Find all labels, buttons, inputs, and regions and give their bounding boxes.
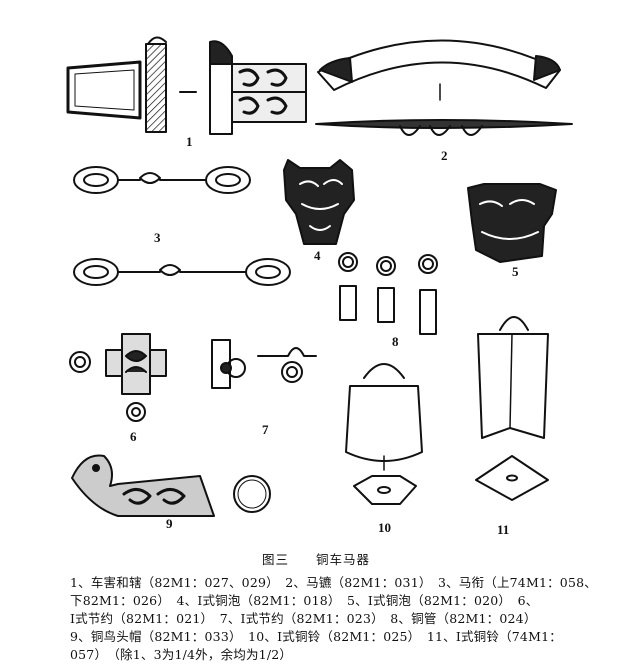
figure-number-10: 10 — [378, 520, 391, 535]
item-6-strap-junction — [69, 333, 167, 422]
item-11-bronze-bell — [475, 316, 549, 501]
item-2-cheekpiece — [315, 39, 573, 136]
figure-number-2: 2 — [441, 148, 448, 163]
caption-line-3: Ⅰ式节约（82M1：021） 7、Ⅰ式节约（82M1：023） 8、铜管（82M… — [70, 611, 537, 626]
figure-number-7: 7 — [262, 422, 269, 437]
item-3-horse-bit — [73, 166, 291, 286]
figure-number-1: 1 — [186, 134, 193, 149]
figure-number-8: 8 — [392, 334, 399, 349]
item-1-axle-cap — [66, 36, 307, 135]
caption-line-2: 下82M1：026） 4、Ⅰ式铜泡（82M1：018） 5、Ⅰ式铜泡（82M1：… — [70, 593, 539, 608]
figure-number-11: 11 — [497, 522, 510, 537]
item-9-bird-head-cap — [71, 454, 271, 517]
figure-caption-title: 图三 铜车马器 — [261, 552, 370, 567]
caption-line-5: 057） （除1、3为1/4外，余均为1/2） — [70, 647, 293, 662]
item-10-bronze-bell — [345, 363, 423, 505]
figure-number-9: 9 — [166, 516, 173, 531]
caption-line-1: 1、车害和辖（82M1：027、029） 2、马镳（82M1：031） 3、马衔… — [70, 575, 597, 590]
figure-plate — [66, 36, 573, 517]
caption-line-4: 9、铜鸟头帽（82M1：033） 10、Ⅰ式铜铃（82M1：025） 11、Ⅰ式… — [70, 629, 562, 644]
item-8-bronze-tubes — [338, 252, 438, 335]
figure-number-4: 4 — [314, 248, 321, 263]
figure-number-5: 5 — [512, 264, 519, 279]
figure-number-6: 6 — [130, 429, 137, 444]
item-7-strap-junction — [211, 339, 317, 389]
figure-number-3: 3 — [154, 230, 161, 245]
item-5-bronze-boss — [467, 183, 557, 263]
item-4-bronze-boss — [283, 159, 355, 245]
